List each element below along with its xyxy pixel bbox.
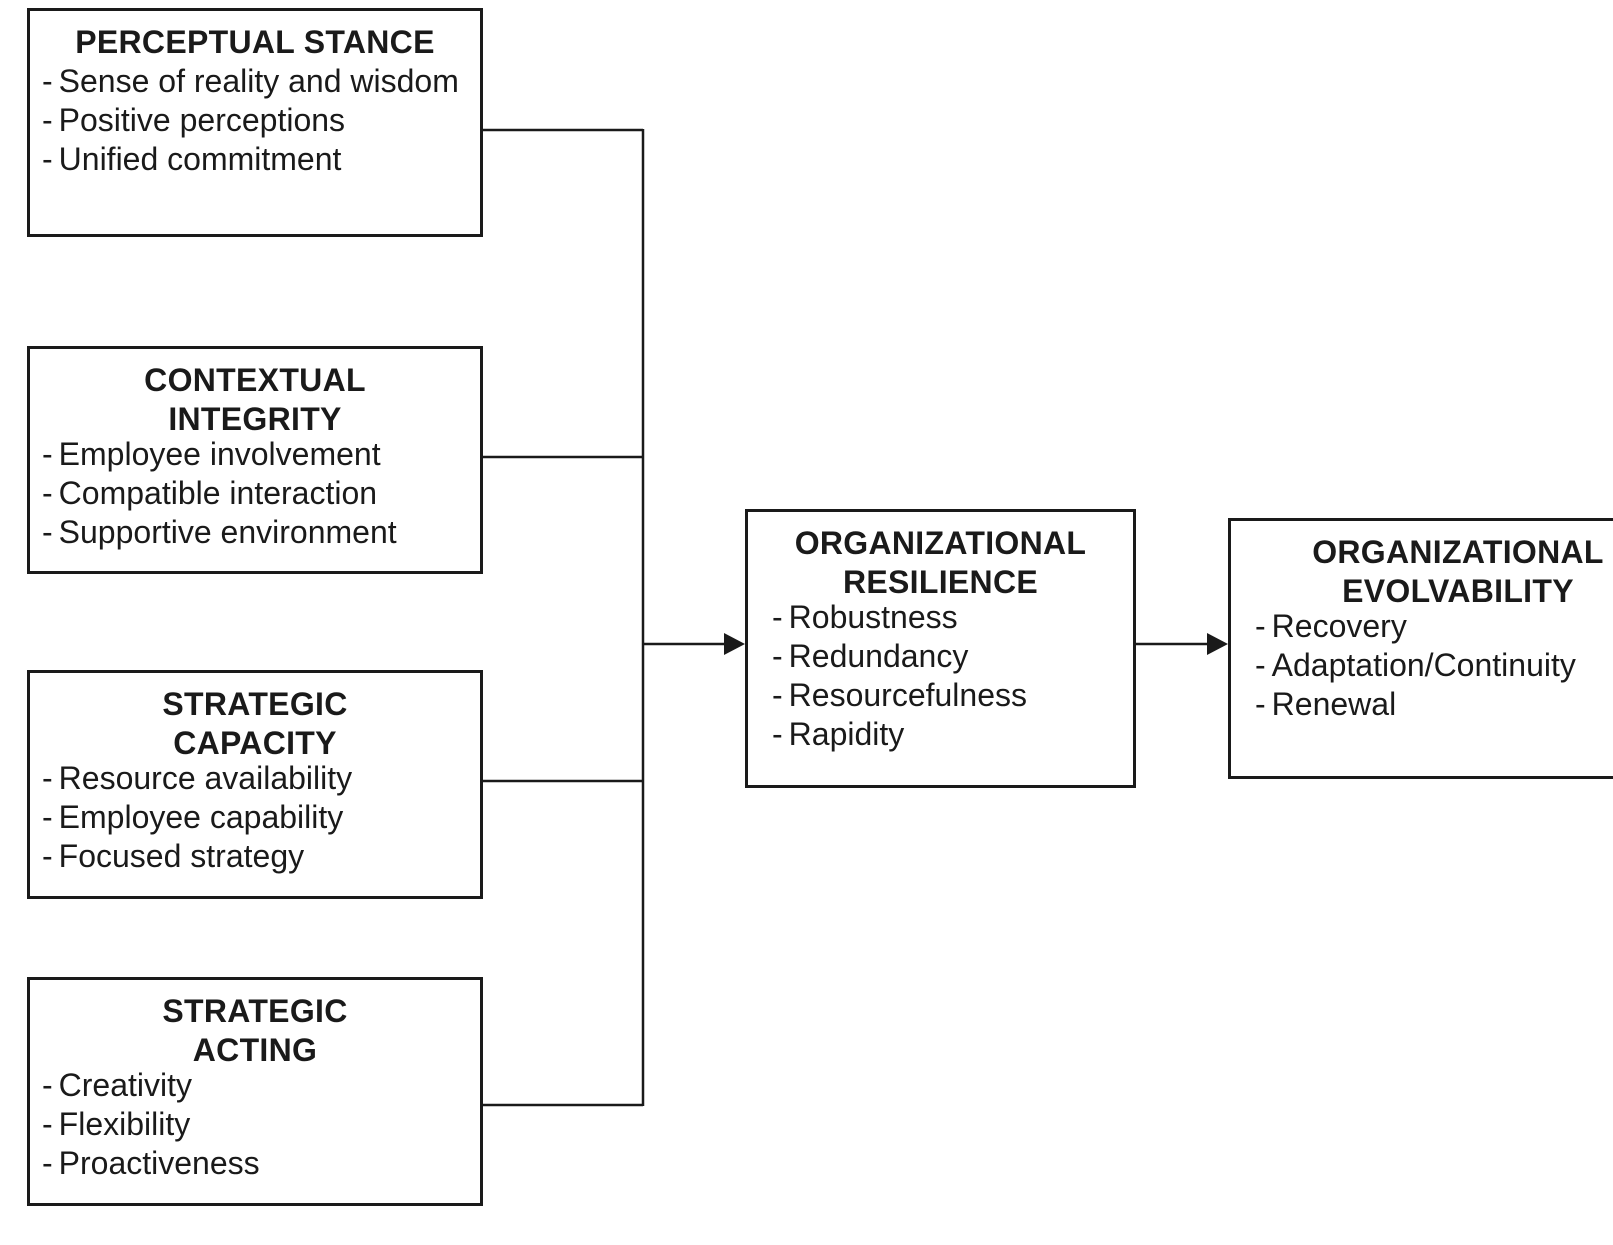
list-item: -Redundancy <box>772 638 969 674</box>
list-item-text: Robustness <box>788 599 958 635</box>
organizational-evolvability-list: -Recovery -Adaptation/Continuity -Renewa… <box>1231 607 1613 724</box>
list-item-text: Sense of reality and wisdom <box>58 63 459 99</box>
perceptual-stance-list: -Sense of reality and wisdom -Positive p… <box>30 62 480 179</box>
strategic-capacity-list: -Resource availability -Employee capabil… <box>30 759 480 876</box>
perceptual-stance-title: PERCEPTUAL STANCE <box>75 24 435 60</box>
list-item-text: Employee capability <box>58 799 344 835</box>
list-item-text: Employee involvement <box>58 436 381 472</box>
list-item-text: Creativity <box>58 1067 193 1103</box>
list-item: -Proactiveness <box>42 1145 260 1181</box>
list-item-text: Unified commitment <box>58 141 342 177</box>
list-item: -Unified commitment <box>42 141 342 177</box>
list-item: -Renewal <box>1255 686 1397 722</box>
strategic-acting-title: STRATEGIC ACTING <box>162 993 348 1068</box>
list-item: -Creativity <box>42 1067 193 1103</box>
list-item: -Recovery <box>1255 608 1407 644</box>
strategic-acting-box: STRATEGIC ACTING -Creativity -Flexibilit… <box>27 977 483 1206</box>
list-item: -Sense of reality and wisdom <box>42 63 459 99</box>
list-item: -Resource availability <box>42 760 353 796</box>
contextual-integrity-box: CONTEXTUAL INTEGRITY -Employee involveme… <box>27 346 483 574</box>
list-item: -Positive perceptions <box>42 102 346 138</box>
list-item: -Rapidity <box>772 716 905 752</box>
list-item-text: Rapidity <box>788 716 905 752</box>
list-item: -Flexibility <box>42 1106 191 1142</box>
arrowhead-to-resilience <box>724 633 745 655</box>
list-item-text: Recovery <box>1271 608 1407 644</box>
contextual-integrity-title: CONTEXTUAL INTEGRITY <box>144 362 366 437</box>
list-item-text: Flexibility <box>58 1106 191 1142</box>
list-item: -Focused strategy <box>42 838 305 874</box>
organizational-resilience-title: ORGANIZATIONAL RESILIENCE <box>794 525 1087 600</box>
organizational-resilience-list: -Robustness -Redundancy -Resourcefulness… <box>748 598 1133 754</box>
list-item-text: Resource availability <box>58 760 353 796</box>
list-item-text: Resourcefulness <box>788 677 1027 713</box>
list-item-text: Proactiveness <box>58 1145 260 1181</box>
list-item-text: Focused strategy <box>58 838 305 874</box>
connector-group <box>483 128 1209 1107</box>
strategic-capacity-title: STRATEGIC CAPACITY <box>162 686 348 761</box>
list-item-text: Compatible interaction <box>58 475 378 511</box>
strategic-acting-list: -Creativity -Flexibility -Proactiveness <box>30 1066 480 1183</box>
organizational-evolvability-title: ORGANIZATIONAL EVOLVABILITY <box>1312 534 1604 609</box>
list-item-text: Supportive environment <box>58 514 397 550</box>
perceptual-stance-box: PERCEPTUAL STANCE -Sense of reality and … <box>27 8 483 237</box>
list-item-text: Positive perceptions <box>58 102 346 138</box>
list-item-text: Adaptation/Continuity <box>1271 647 1576 683</box>
list-item: -Employee involvement <box>42 436 381 472</box>
list-item: -Supportive environment <box>42 514 397 550</box>
list-item-text: Redundancy <box>788 638 969 674</box>
organizational-resilience-box: ORGANIZATIONAL RESILIENCE -Robustness -R… <box>745 509 1136 788</box>
organizational-evolvability-box: ORGANIZATIONAL EVOLVABILITY -Recovery -A… <box>1228 518 1613 779</box>
contextual-integrity-list: -Employee involvement -Compatible intera… <box>30 435 480 552</box>
list-item: -Adaptation/Continuity <box>1255 647 1576 683</box>
list-item: -Resourcefulness <box>772 677 1027 713</box>
list-item-text: Renewal <box>1271 686 1397 722</box>
list-item: -Compatible interaction <box>42 475 378 511</box>
strategic-capacity-box: STRATEGIC CAPACITY -Resource availabilit… <box>27 670 483 899</box>
arrowhead-to-evolvability <box>1207 633 1228 655</box>
list-item: -Employee capability <box>42 799 344 835</box>
list-item: -Robustness <box>772 599 958 635</box>
